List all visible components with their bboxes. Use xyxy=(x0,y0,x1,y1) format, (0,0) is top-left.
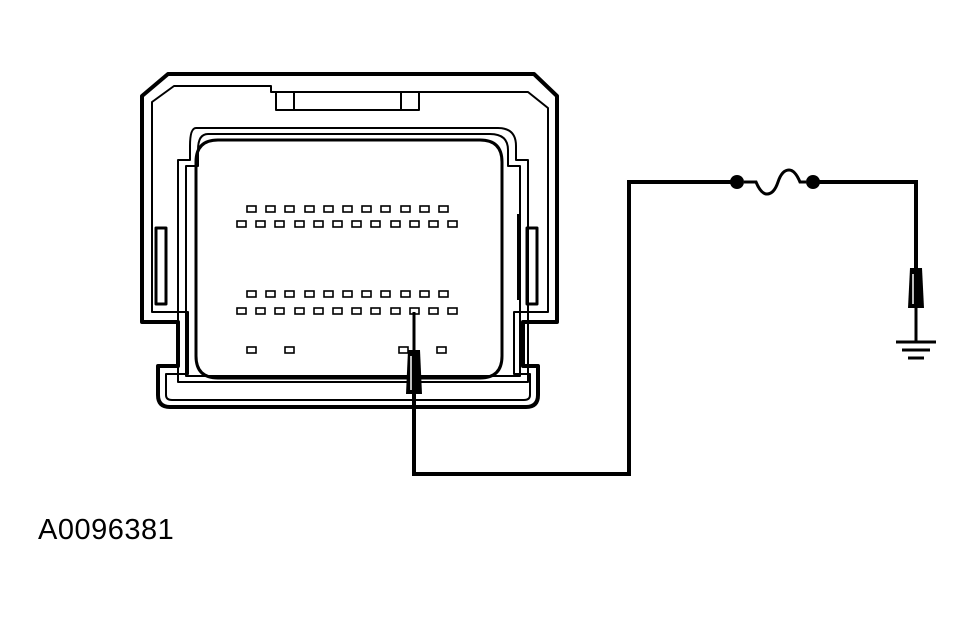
pin-cavity xyxy=(351,220,362,228)
fuse-element xyxy=(744,168,806,196)
pin-cavity xyxy=(246,346,257,354)
connector-pin-face xyxy=(194,138,504,380)
pin-cavity xyxy=(284,290,295,298)
connector-pin-cavities xyxy=(236,205,458,354)
ground-side-probe xyxy=(908,268,924,342)
pin-cavity xyxy=(428,307,439,315)
pin-cavity xyxy=(274,307,285,315)
pin-cavity xyxy=(246,205,257,213)
pin-cavity xyxy=(361,290,372,298)
pin-cavity xyxy=(323,205,334,213)
pin-cavity xyxy=(304,205,315,213)
pin-cavity xyxy=(438,205,449,213)
pin-cavity xyxy=(236,220,247,228)
pin-cavity xyxy=(246,290,257,298)
pin-cavity xyxy=(370,220,381,228)
pin-cavity xyxy=(447,220,458,228)
pin-cavity xyxy=(438,290,449,298)
figure-reference-code: A0096381 xyxy=(38,514,175,546)
pin-cavity xyxy=(332,220,343,228)
connector-inner-shell xyxy=(151,85,549,401)
pin-cavity xyxy=(390,307,401,315)
pin-cavity xyxy=(255,220,266,228)
pin-cavity xyxy=(400,205,411,213)
pin-cavity xyxy=(284,346,295,354)
pin-cavity xyxy=(313,220,324,228)
pin-cavity xyxy=(313,307,324,315)
pin-cavity xyxy=(390,220,401,228)
pin-cavity xyxy=(428,220,439,228)
connector-face-frame xyxy=(177,127,529,383)
connector-latch-right xyxy=(400,91,420,111)
pin-cavity xyxy=(380,205,391,213)
pin-cavity xyxy=(342,205,353,213)
pin-cavity xyxy=(342,290,353,298)
ground-wire xyxy=(814,180,918,268)
connector xyxy=(140,72,559,409)
pin-cavity xyxy=(304,290,315,298)
pin-cavity xyxy=(380,290,391,298)
fuse-terminal-right xyxy=(806,175,820,189)
circuit-wire xyxy=(412,180,736,476)
pin-cavity xyxy=(332,307,343,315)
connector-side-tab-left xyxy=(154,226,168,306)
pin-cavity xyxy=(400,290,411,298)
pin-cavity xyxy=(370,307,381,315)
pin-cavity xyxy=(419,290,430,298)
pin-cavity xyxy=(236,307,247,315)
pin-cavity xyxy=(447,307,458,315)
pin-cavity xyxy=(274,220,285,228)
ground-symbol xyxy=(896,340,936,360)
pin-cavity xyxy=(398,346,409,354)
fuse xyxy=(730,168,820,196)
fuse-terminal-left xyxy=(730,175,744,189)
pin-cavity xyxy=(361,205,372,213)
connector-pin-probe xyxy=(406,312,422,394)
pin-cavity xyxy=(294,307,305,315)
pin-cavity xyxy=(265,290,276,298)
pin-cavity xyxy=(436,346,447,354)
pin-cavity xyxy=(284,205,295,213)
pin-cavity xyxy=(255,307,266,315)
pin-cavity xyxy=(265,205,276,213)
pin-cavity xyxy=(351,307,362,315)
pin-cavity xyxy=(323,290,334,298)
connector-face-frame-inner xyxy=(185,133,521,377)
connector-latch-left xyxy=(275,91,295,111)
pin-cavity xyxy=(419,205,430,213)
connector-side-tab-right xyxy=(525,226,539,306)
connector-outer-shell xyxy=(140,72,559,409)
pin-cavity xyxy=(294,220,305,228)
pin-cavity xyxy=(409,220,420,228)
